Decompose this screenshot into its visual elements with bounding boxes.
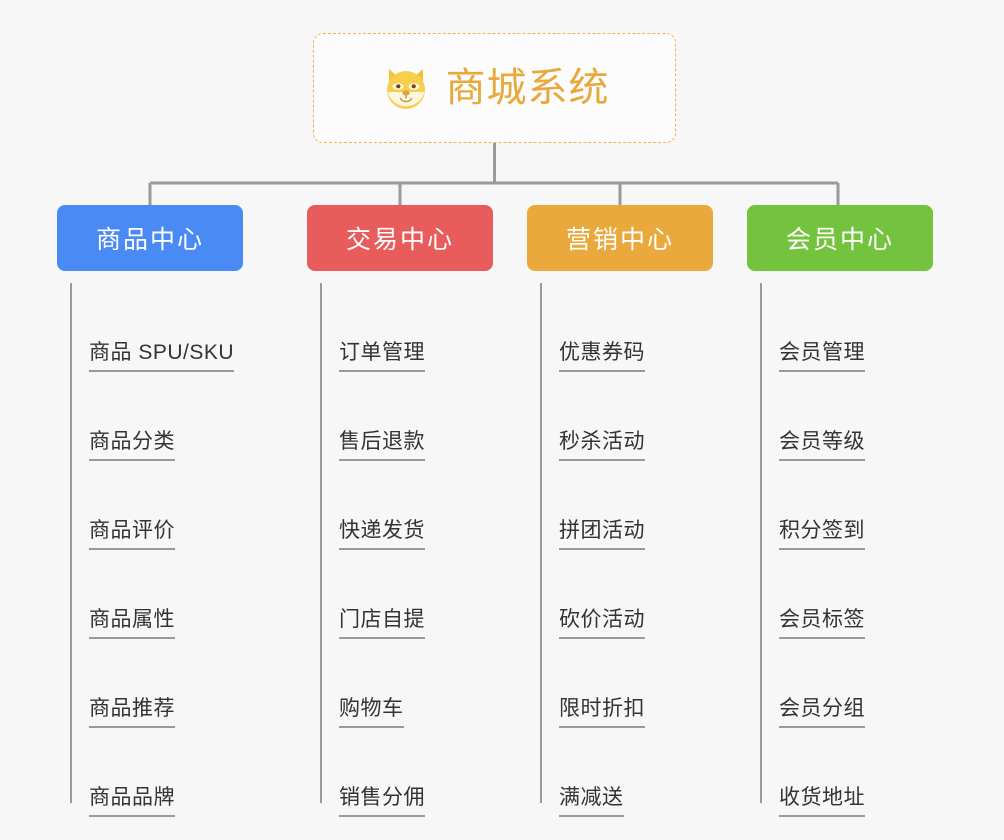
- branch-header-label: 交易中心: [345, 226, 454, 254]
- leaf-item-label: 拼团活动: [559, 520, 645, 550]
- leaf-item[interactable]: 满减送: [527, 728, 767, 817]
- leaf-item[interactable]: 商品品牌: [57, 728, 307, 817]
- branch-column-product-center: 商品中心 商品 SPU/SKU 商品分类 商品评价 商品属性 商品推荐 商品品牌: [57, 205, 307, 817]
- leaf-item-label: 销售分佣: [339, 787, 425, 817]
- leaf-list-marketing-center: 优惠券码 秒杀活动 拼团活动 砍价活动 限时折扣 满减送: [527, 283, 767, 817]
- leaf-item-label: 优惠券码: [559, 342, 645, 372]
- leaf-trunk-line: [760, 283, 762, 803]
- root-title: 商城系统: [445, 66, 610, 110]
- leaf-list-trade-center: 订单管理 售后退款 快递发货 门店自提 购物车 销售分佣: [307, 283, 547, 817]
- leaf-item[interactable]: 秒杀活动: [527, 372, 767, 461]
- leaf-item[interactable]: 商品属性: [57, 550, 307, 639]
- branch-header-product-center[interactable]: 商品中心: [57, 205, 243, 271]
- leaf-item-label: 商品属性: [89, 609, 175, 639]
- root-node[interactable]: 商城系统: [313, 33, 676, 143]
- leaf-item-label: 限时折扣: [559, 698, 645, 728]
- leaf-item[interactable]: 限时折扣: [527, 639, 767, 728]
- leaf-item[interactable]: 积分签到: [747, 461, 987, 550]
- leaf-item-label: 会员管理: [779, 342, 865, 372]
- leaf-item[interactable]: 会员标签: [747, 550, 987, 639]
- leaf-trunk-line: [540, 283, 542, 803]
- leaf-item[interactable]: 优惠券码: [527, 283, 767, 372]
- leaf-item-label: 砍价活动: [559, 609, 645, 639]
- leaf-item-label: 商品评价: [89, 520, 175, 550]
- leaf-item-label: 商品分类: [89, 431, 175, 461]
- leaf-trunk-line: [320, 283, 322, 803]
- leaf-item[interactable]: 会员等级: [747, 372, 987, 461]
- leaf-item-label: 秒杀活动: [559, 431, 645, 461]
- leaf-item-label: 会员标签: [779, 609, 865, 639]
- leaf-item-label: 门店自提: [339, 609, 425, 639]
- leaf-item[interactable]: 商品推荐: [57, 639, 307, 728]
- branch-header-label: 会员中心: [785, 226, 894, 254]
- leaf-item-label: 收货地址: [779, 787, 865, 817]
- leaf-item[interactable]: 会员分组: [747, 639, 987, 728]
- leaf-item[interactable]: 订单管理: [307, 283, 547, 372]
- branch-header-marketing-center[interactable]: 营销中心: [527, 205, 713, 271]
- leaf-item-label: 快递发货: [339, 520, 425, 550]
- leaf-item[interactable]: 购物车: [307, 639, 547, 728]
- leaf-item[interactable]: 商品评价: [57, 461, 307, 550]
- leaf-list-member-center: 会员管理 会员等级 积分签到 会员标签 会员分组 收货地址: [747, 283, 987, 817]
- branch-column-marketing-center: 营销中心 优惠券码 秒杀活动 拼团活动 砍价活动 限时折扣 满减送: [527, 205, 767, 817]
- leaf-item[interactable]: 销售分佣: [307, 728, 547, 817]
- leaf-item-label: 购物车: [339, 698, 404, 728]
- leaf-item-label: 积分签到: [779, 520, 865, 550]
- leaf-trunk-line: [70, 283, 72, 803]
- leaf-item[interactable]: 砍价活动: [527, 550, 767, 639]
- leaf-item[interactable]: 拼团活动: [527, 461, 767, 550]
- leaf-item-label: 商品 SPU/SKU: [89, 342, 235, 372]
- leaf-item[interactable]: 门店自提: [307, 550, 547, 639]
- leaf-item-label: 商品品牌: [89, 787, 175, 817]
- leaf-item-label: 商品推荐: [89, 698, 175, 728]
- leaf-item[interactable]: 售后退款: [307, 372, 547, 461]
- leaf-item-label: 售后退款: [339, 431, 425, 461]
- branch-column-member-center: 会员中心 会员管理 会员等级 积分签到 会员标签 会员分组 收货地址: [747, 205, 987, 817]
- leaf-item[interactable]: 快递发货: [307, 461, 547, 550]
- leaf-item-label: 会员等级: [779, 431, 865, 461]
- leaf-item[interactable]: 会员管理: [747, 283, 987, 372]
- branch-header-label: 营销中心: [565, 226, 674, 254]
- shiba-dog-face-icon: [380, 62, 432, 114]
- branch-header-member-center[interactable]: 会员中心: [747, 205, 933, 271]
- leaf-item-label: 满减送: [559, 787, 624, 817]
- leaf-item[interactable]: 收货地址: [747, 728, 987, 817]
- branch-column-trade-center: 交易中心 订单管理 售后退款 快递发货 门店自提 购物车 销售分佣: [307, 205, 547, 817]
- leaf-list-product-center: 商品 SPU/SKU 商品分类 商品评价 商品属性 商品推荐 商品品牌: [57, 283, 307, 817]
- leaf-item[interactable]: 商品分类: [57, 372, 307, 461]
- leaf-item-label: 会员分组: [779, 698, 865, 728]
- leaf-item-label: 订单管理: [339, 342, 425, 372]
- branch-header-trade-center[interactable]: 交易中心: [307, 205, 493, 271]
- branch-header-label: 商品中心: [95, 226, 204, 254]
- leaf-item[interactable]: 商品 SPU/SKU: [57, 283, 307, 372]
